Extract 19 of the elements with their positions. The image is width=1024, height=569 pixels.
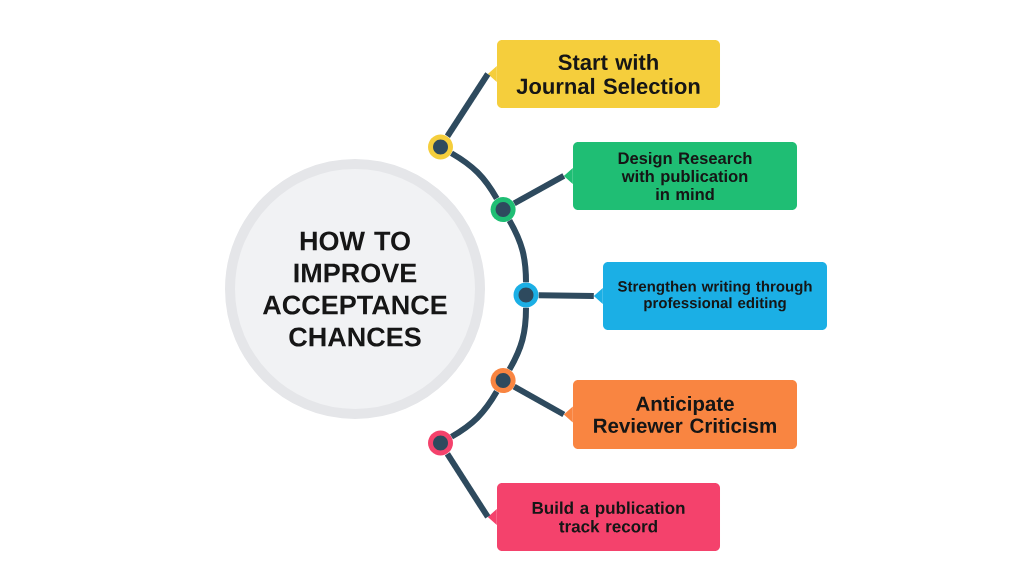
step-box: Design Research with publication in mind (563, 142, 797, 210)
connector-line (538, 292, 594, 299)
connector-line (444, 452, 491, 519)
curved-line (449, 389, 500, 440)
junction-dot (513, 282, 539, 308)
connector-line (512, 173, 566, 206)
connector-line (512, 384, 566, 418)
step-box: Anticipate Reviewer Criticism (563, 380, 797, 449)
connector-line (444, 72, 491, 138)
junction-dot (428, 134, 453, 160)
junction-dot (490, 197, 516, 222)
step-box: Build a publication track record (487, 483, 720, 551)
curved-line (506, 307, 529, 371)
junction-dot (490, 368, 516, 393)
step-box: Strengthen writing through professional editing (593, 262, 827, 330)
curved-line (449, 150, 500, 201)
curved-line (506, 219, 529, 283)
step-box: Start with Journal Selection (487, 40, 720, 108)
junction-dot (428, 430, 453, 456)
